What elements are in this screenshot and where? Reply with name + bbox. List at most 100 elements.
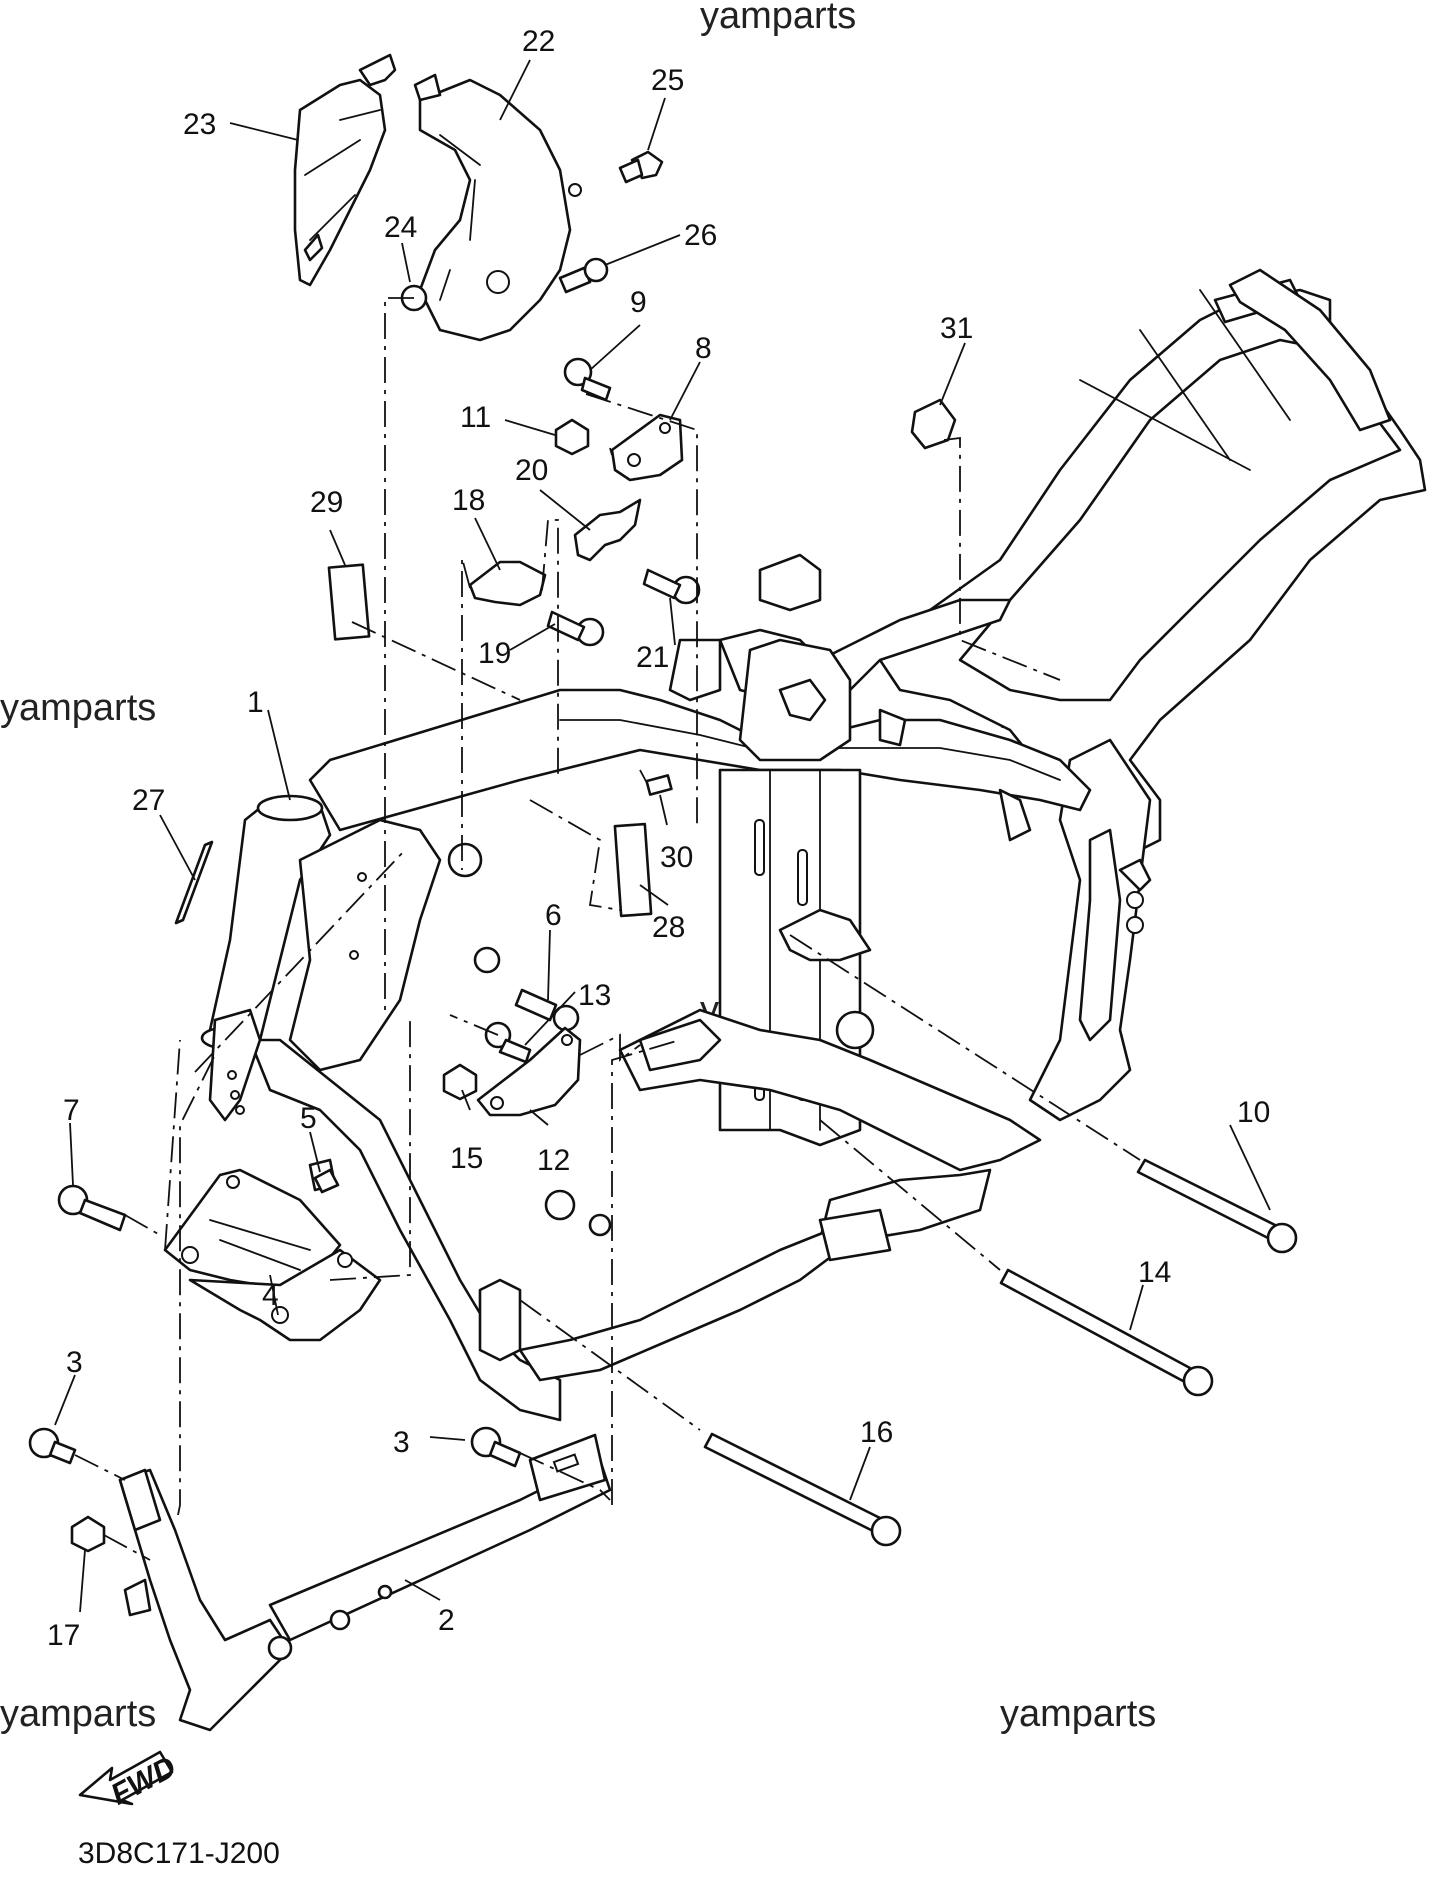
engine-mount-bracket-assembly xyxy=(163,1158,382,1342)
bolt-6 xyxy=(473,946,580,1032)
gusset-hole-2 xyxy=(349,950,359,960)
callout-18: 18 xyxy=(452,484,485,517)
down-tube-bar xyxy=(268,1458,612,1642)
shock-tab-right xyxy=(1118,858,1152,892)
label-29 xyxy=(327,563,371,641)
right-down-tube-slot xyxy=(1078,828,1122,1042)
front-gusset xyxy=(288,818,442,1072)
down-tube-boss-1 xyxy=(267,1635,293,1661)
screw-25 xyxy=(618,150,664,184)
callout-30: 30 xyxy=(660,841,693,874)
callout-2: 2 xyxy=(438,1604,455,1637)
leader-lines xyxy=(54,59,1271,1613)
callout-4: 4 xyxy=(262,1279,279,1312)
callout-7: 7 xyxy=(63,1094,80,1127)
frame-side-tab xyxy=(998,788,1032,842)
rear-pivot-sleeve xyxy=(818,1208,892,1262)
callout-19: 19 xyxy=(478,637,511,670)
engine-mount-rib xyxy=(209,1219,311,1271)
bolt-3-right xyxy=(470,1426,522,1468)
side-cover-22-screw-hole xyxy=(568,183,582,197)
side-cover-22-fold xyxy=(439,134,481,301)
rear-frame-inner xyxy=(958,338,1402,702)
frame-boss-left xyxy=(447,842,483,878)
engine-mount-plate xyxy=(778,908,872,962)
callout-17: 17 xyxy=(47,1619,80,1652)
bracket-8-hole-1 xyxy=(627,453,641,467)
bolt-13 xyxy=(484,1021,532,1064)
callout-23: 23 xyxy=(183,108,216,141)
diagram-code: 3D8C171-J200 xyxy=(78,1837,280,1870)
collar-31 xyxy=(910,398,957,450)
clamp-18 xyxy=(468,560,547,607)
engine-mount-bracket-lower xyxy=(188,1248,382,1342)
side-cover-23-clip xyxy=(358,53,397,87)
callout-6: 6 xyxy=(545,899,562,932)
callout-14: 14 xyxy=(1138,1256,1171,1289)
callout-29: 29 xyxy=(310,486,343,519)
bracket-8 xyxy=(610,413,684,482)
callout-3a: 3 xyxy=(66,1346,83,1379)
center-plate-slot-1 xyxy=(754,819,765,876)
engine-mount-hole-1 xyxy=(181,1246,199,1264)
callout-21: 21 xyxy=(636,641,669,674)
bolt-14 xyxy=(999,1268,1214,1397)
callout-5: 5 xyxy=(300,1102,317,1135)
callout-10: 10 xyxy=(1237,1096,1270,1129)
shock-tab-right-hole xyxy=(1126,891,1144,909)
side-cover-23-slot xyxy=(303,233,324,262)
shock-tab-right-hole-2 xyxy=(1126,916,1144,934)
down-tube-bracket-slot xyxy=(552,1453,580,1473)
callout-12: 12 xyxy=(537,1144,570,1177)
side-cover-22 xyxy=(418,78,572,342)
bracket-8-hole-2 xyxy=(659,422,671,434)
down-tube-front-leg xyxy=(118,1468,292,1732)
lower-front-bracket xyxy=(638,1018,722,1072)
bracket-20 xyxy=(573,498,642,562)
down-tube-boss-2 xyxy=(329,1609,351,1631)
callout-11: 11 xyxy=(460,401,491,434)
lower-rail xyxy=(618,1008,1042,1172)
engine-mount-hole-2 xyxy=(226,1175,240,1189)
bracket-12-hole-1 xyxy=(490,1096,504,1110)
fwd-arrow: FWD xyxy=(78,1750,181,1812)
down-tube-front-sleeve xyxy=(118,1468,162,1532)
callout-9: 9 xyxy=(630,286,647,319)
down-tube-side-tab xyxy=(123,1578,152,1617)
gusset-hole-1 xyxy=(357,872,367,882)
rear-frame-crossbar xyxy=(1079,289,1291,471)
nut-17 xyxy=(70,1515,106,1553)
frame-boss-lower xyxy=(588,1213,612,1237)
callout-22: 22 xyxy=(522,25,555,58)
upper-mount-bracket-2 xyxy=(668,638,722,702)
side-cover-22-tab xyxy=(413,73,442,102)
watermark-right-bottom: yamparts xyxy=(1000,1693,1156,1735)
front-mount-stay xyxy=(208,1008,262,1122)
down-tube-assembly xyxy=(118,1433,612,1732)
bolt-10 xyxy=(1136,1158,1298,1254)
front-mount-stay-hole-2 xyxy=(230,1090,240,1100)
callout-27: 27 xyxy=(132,784,165,817)
engine-mount-hole-3 xyxy=(337,1252,353,1268)
callout-13: 13 xyxy=(578,979,611,1012)
callout-15: 15 xyxy=(450,1142,483,1175)
steering-head-top-cup xyxy=(256,794,324,822)
bolt-9 xyxy=(563,357,612,402)
frame-side-tab-2 xyxy=(878,708,907,747)
front-mount-stay-hole-3 xyxy=(235,1105,245,1115)
bolt-3-left xyxy=(28,1427,77,1465)
callout-1: 1 xyxy=(247,686,264,719)
bolt-19 xyxy=(546,610,605,647)
watermark-top: yamparts xyxy=(700,0,856,37)
side-cover-23-detail xyxy=(304,109,381,241)
callout-20: 20 xyxy=(515,454,548,487)
engine-mount-hole-4 xyxy=(271,1306,289,1324)
bolt-16 xyxy=(703,1432,902,1547)
callout-26: 26 xyxy=(684,219,717,252)
callout-3b: 3 xyxy=(393,1426,410,1459)
assembly-lines xyxy=(74,297,1141,1561)
nut-15 xyxy=(442,1063,478,1101)
cap-5 xyxy=(313,1168,340,1194)
down-tube-boss-3 xyxy=(377,1584,393,1600)
